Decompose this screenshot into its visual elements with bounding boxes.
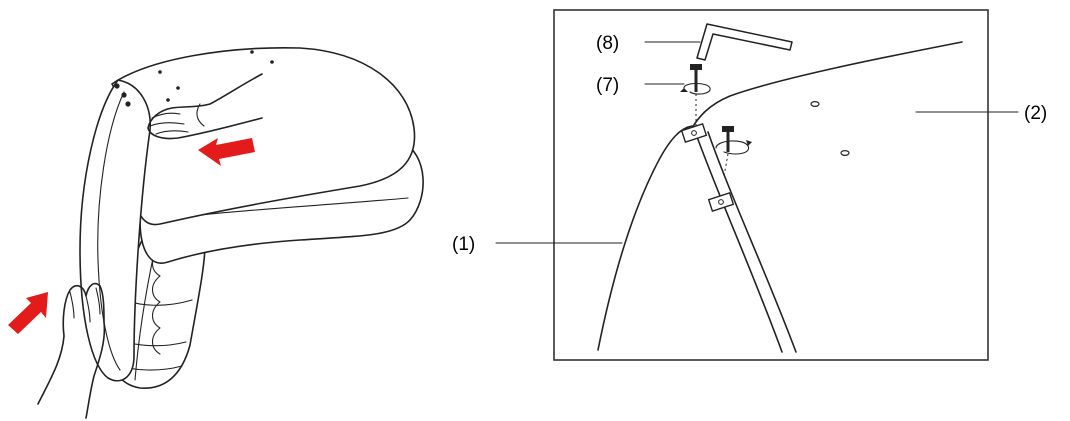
callout-tool: (8) (596, 33, 619, 54)
callout-screw: (7) (596, 75, 619, 96)
callout-cover: (2) (1024, 103, 1047, 124)
callout-housing: (1) (452, 234, 475, 255)
push-arrow-icon (8, 292, 48, 334)
hand-icon (147, 73, 263, 140)
screw-icon (690, 64, 702, 126)
hand-icon (37, 282, 106, 419)
rotate-icon (715, 140, 752, 155)
mirror-assembly (8, 46, 424, 419)
hex-key-icon (696, 23, 793, 61)
detail-inset: (8) (7) (2) (1) (452, 9, 1047, 361)
rotate-icon (680, 82, 711, 95)
inset-frame (553, 9, 989, 361)
clip-icon (680, 123, 708, 143)
clip-icon (707, 192, 735, 212)
push-arrow-icon (198, 138, 255, 166)
screw-icon (722, 126, 734, 177)
